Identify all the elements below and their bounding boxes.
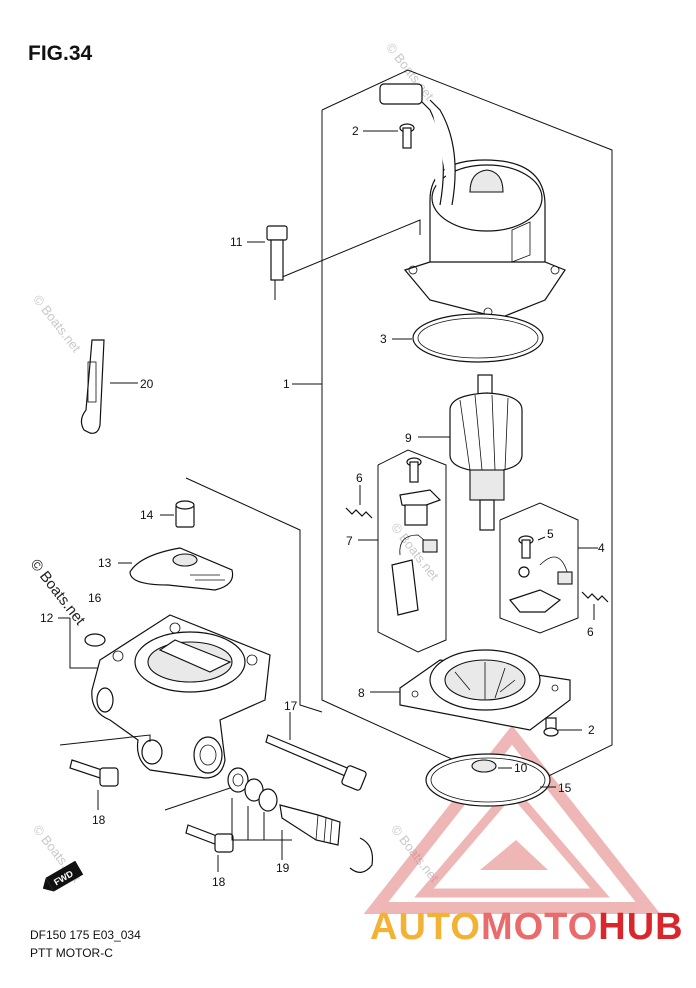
callout-6: 6 [587,625,594,639]
callout-9: 9 [405,431,412,445]
armature [449,374,523,531]
callout-11: 11 [230,235,243,249]
callout-1: 1 [283,377,290,391]
callout-13: 13 [98,556,112,570]
bolt-icon [185,824,234,853]
callout-3: 3 [380,332,387,346]
callout-18: 18 [212,875,226,889]
figure-title: FIG.34 [28,42,93,65]
bolt-icon [266,225,288,281]
callout-14: 14 [140,508,154,522]
brand-logo: AUTOMOTOHUB [370,906,684,949]
callout-2: 2 [352,124,359,138]
callout-2: 2 [588,723,595,737]
callout-12: 12 [40,611,54,625]
brand-part-1: AUTO [370,906,481,948]
callout-10: 10 [514,761,528,775]
o-ring [425,753,551,807]
screw-icon [543,717,559,737]
callout-15: 15 [558,781,572,795]
figure-name: PTT MOTOR-C [30,946,113,960]
pump-body [91,614,271,779]
valve-assembly [227,767,374,873]
end-frame [399,649,571,731]
callout-17: 17 [284,699,298,713]
callout-19: 19 [276,861,290,875]
collar [471,759,497,773]
leader-line [274,219,421,300]
brand-part-3: HUB [598,906,684,948]
callout-8: 8 [358,686,365,700]
o-ring [412,313,544,363]
callout-6: 6 [356,471,363,485]
callout-18: 18 [92,813,106,827]
bracket [80,339,105,434]
figure-code: DF150 175 E03_034 [30,928,141,942]
o-ring [84,633,106,647]
screw-icon [399,123,415,149]
motor-housing [379,83,566,319]
brush-holder [391,457,442,616]
bolt-icon [69,759,119,787]
callout-5: 5 [547,527,554,541]
callout-20: 20 [140,377,154,391]
assembly-outline [321,69,613,791]
callout-7: 7 [346,534,353,548]
brand-triangle-icon [363,725,661,914]
fwd-arrow-icon: FWD [42,860,84,892]
spring-icon [345,507,373,519]
callout-4: 4 [598,541,605,555]
brand-part-2: MOTO [480,906,599,948]
bolt-icon [265,734,367,791]
brush-holder [508,535,573,613]
plate [129,547,234,591]
spring-icon [581,591,609,603]
cap [175,500,195,528]
callout-16: 16 [88,591,102,605]
